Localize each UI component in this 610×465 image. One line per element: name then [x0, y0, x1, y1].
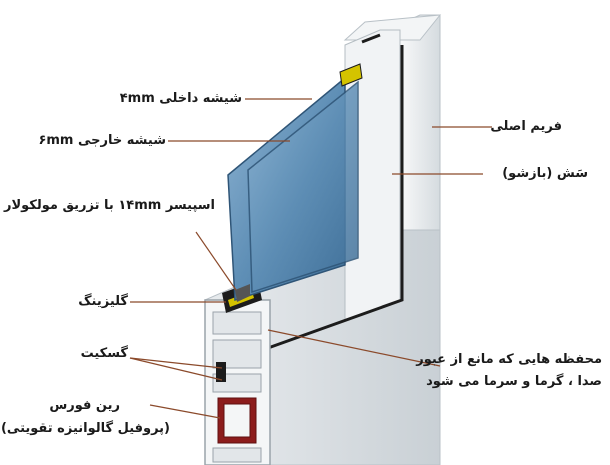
label-gasket: گسکیت [80, 346, 128, 361]
top-glazing-bead [339, 63, 363, 87]
leader-spacer [195, 231, 237, 291]
leader-gasket-2 [129, 357, 223, 381]
sash-gasket-line [267, 45, 404, 350]
leader-chambers [267, 329, 441, 367]
label-reinforce-title: رین فورس [49, 398, 120, 413]
inner-glass-pane [247, 80, 359, 294]
label-spacer: اسپیسر ۱۴mm با تزریق مولکولار [3, 198, 215, 213]
label-main-frame: فریم اصلی [490, 119, 562, 134]
label-glazing: گلیزینگ [78, 294, 128, 309]
label-inner-glass: شیشه داخلی ۴mm [119, 91, 242, 106]
label-reinforce-subtitle: (پروفیل گالوانیزه تقویتی) [0, 421, 170, 436]
label-sash: سَش (بازشو) [502, 166, 588, 181]
profile-cross-section [204, 299, 271, 465]
label-outer-glass: شیشه خارجی ۶mm [38, 133, 166, 148]
frame-gasket-top [361, 33, 381, 44]
spacer-bar [235, 284, 250, 302]
leader-reinforce [149, 404, 221, 419]
label-chambers-line1: محفظه هایی که مانع از عبور [416, 352, 602, 367]
leader-gasket-1 [129, 357, 223, 369]
leader-lines [129, 98, 492, 419]
label-chambers-line2: صدا ، گرما و سرما می شود [426, 374, 602, 389]
